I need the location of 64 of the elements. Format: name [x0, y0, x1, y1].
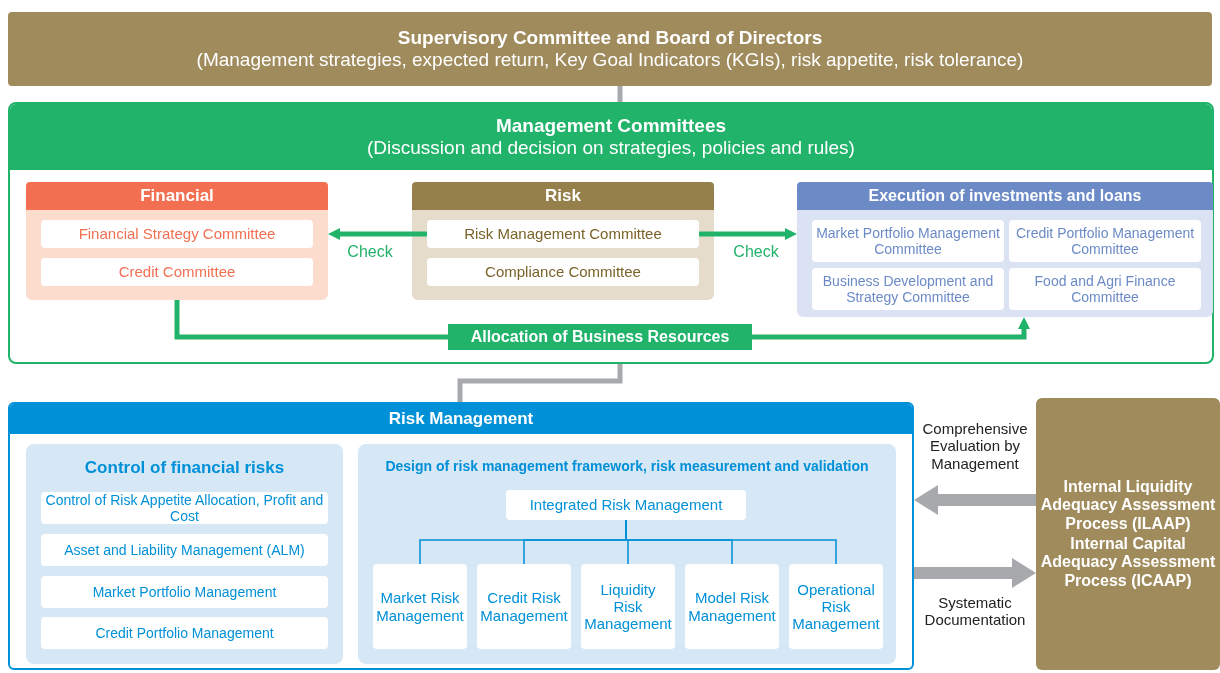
risk-category-box: [581, 564, 675, 649]
node-title: Internal Liquidity Adequacy Assessment Process (ILAAP): [1040, 477, 1216, 533]
connector-line: [174, 300, 448, 340]
node-title: Internal Capital Adequacy Assessment Process (ICAAP): [1040, 535, 1216, 591]
committee-group-panel: [412, 182, 714, 300]
committee-box: [41, 258, 313, 286]
node-title: Operational Risk Management: [792, 580, 880, 633]
node-title: Risk Management: [388, 409, 534, 429]
risk-management-panel: [8, 402, 914, 670]
committee-box: [1009, 268, 1201, 310]
connector-line: [457, 364, 623, 402]
allocation-bar: [448, 324, 752, 350]
connector-line: [617, 86, 623, 102]
function-panel: [358, 444, 896, 664]
committee-group-panel: [26, 182, 328, 300]
node-title: Control of financial risks: [84, 458, 285, 478]
risk-category-box: [373, 564, 467, 649]
node-title: Food and Agri Finance Committee: [1033, 272, 1177, 306]
node-title: Integrated Risk Management: [529, 496, 723, 514]
function-box: [41, 534, 328, 566]
node-title: Control of Risk Appetite Allocation, Profit and Cost: [45, 491, 324, 525]
node-title: Asset and Liability Management (ALM): [64, 541, 305, 559]
assessment-process-box: [1036, 398, 1220, 670]
function-box: [41, 576, 328, 608]
node-title: Market Portfolio Management Committee: [816, 224, 1000, 258]
risk-category-box: [477, 564, 571, 649]
node-title: Financial: [140, 186, 214, 206]
board-box: [8, 12, 1212, 86]
arrow: [914, 558, 1036, 588]
node-title: Management Committees: [495, 115, 727, 137]
node-title: Market Portfolio Management: [92, 583, 277, 601]
node-title: Allocation of Business Resources: [470, 327, 730, 347]
node-title: Execution of investments and loans: [868, 186, 1142, 206]
risk-category-box: [789, 564, 883, 649]
node-title: Risk: [545, 186, 581, 206]
function-box: [41, 617, 328, 649]
node-title: Credit Risk Management: [480, 589, 568, 624]
node-subtitle: (Management strategies, expected return, Key Goal Indicators (KGIs), risk appetite, risk tolerance): [196, 49, 1024, 71]
committee-box: [41, 220, 313, 248]
node-title: Business Development and Strategy Committee: [821, 272, 995, 306]
committee-box: [427, 220, 699, 248]
node-title: Credit Committee: [118, 263, 236, 281]
node-title: Credit Portfolio Management: [95, 624, 274, 642]
node-title: Credit Portfolio Management Committee: [1014, 224, 1196, 258]
arrow: [328, 228, 427, 240]
node-title: Market Risk Management: [376, 589, 464, 624]
arrow: [699, 228, 797, 240]
arrow: [914, 485, 1036, 515]
committee-box: [427, 258, 699, 286]
committee-panel: [8, 102, 1214, 364]
node-title: Supervisory Committee and Board of Directors: [397, 27, 823, 49]
committee-box: [812, 268, 1004, 310]
node-title: Liquidity Risk Management: [584, 580, 672, 633]
node-title: Design of risk management framework, risk measurement and validation: [385, 458, 869, 475]
node-title: Model Risk Management: [688, 589, 776, 624]
integrated-risk-box: [506, 490, 746, 520]
node-subtitle: (Discussion and decision on strategies, policies and rules): [367, 137, 855, 159]
arrow: [752, 317, 1030, 340]
risk-category-box: [685, 564, 779, 649]
node-title: Risk Management Committee: [464, 225, 662, 243]
function-panel: [26, 444, 343, 664]
committee-group-panel: [797, 182, 1213, 317]
node-title: Financial Strategy Committee: [78, 225, 276, 243]
node-title: Compliance Committee: [485, 263, 641, 281]
